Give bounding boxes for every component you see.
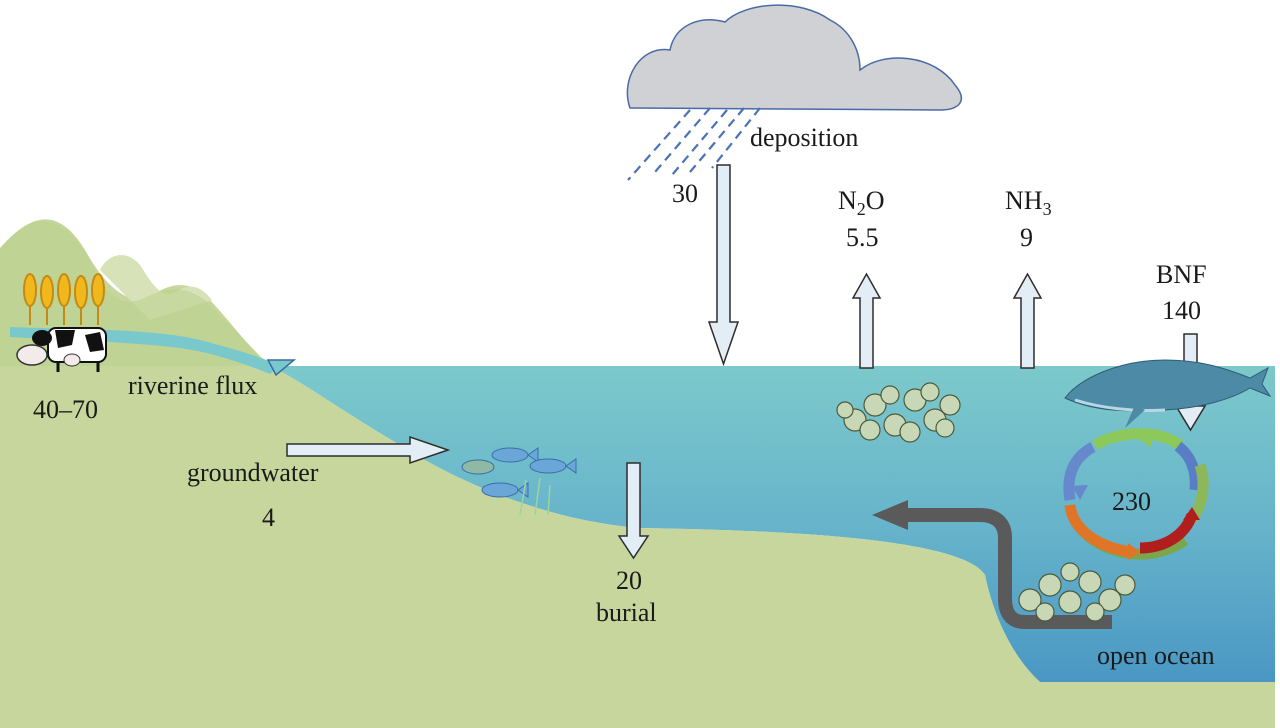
nh3-label: NH3: [1005, 186, 1052, 219]
fish-icon: [461, 447, 577, 516]
open-ocean-label: open ocean: [1097, 641, 1215, 670]
nh3-arrow: [1012, 272, 1043, 369]
groundwater-label: groundwater: [187, 458, 319, 487]
land-and-seafloor: [0, 219, 1275, 728]
cycle-value: 230: [1112, 487, 1151, 516]
n2o-arrow: [851, 272, 882, 369]
riverine-flux-value: 40–70: [33, 395, 98, 424]
cloud-icon: [626, 4, 962, 111]
bnf-value: 140: [1162, 296, 1201, 325]
cycle-arrowheads: [1072, 432, 1200, 560]
plankton-icon: [836, 382, 961, 443]
nh3-value: 9: [1020, 223, 1033, 252]
rain-icon: [627, 107, 761, 181]
deposition-arrow: [707, 164, 740, 367]
wheat-icon: [23, 273, 105, 325]
groundwater-value: 4: [262, 503, 275, 532]
current-arrow: [905, 508, 1112, 629]
n2o-label: N2O: [838, 186, 885, 219]
burial-value: 20: [616, 566, 642, 595]
plankton-icon: [1018, 562, 1136, 622]
cow-icon: [16, 327, 107, 372]
deposition-value: 30: [672, 179, 698, 208]
deposition-label: deposition: [750, 123, 859, 152]
bnf-label: BNF: [1156, 260, 1207, 289]
riverine-flux-label: riverine flux: [128, 371, 258, 400]
n2o-value: 5.5: [846, 223, 879, 252]
burial-arrow: [617, 462, 650, 560]
current-arrowhead: [872, 500, 908, 530]
groundwater-arrow: [286, 435, 451, 465]
burial-label: burial: [596, 598, 657, 627]
river-mouth-arrow: [266, 359, 297, 377]
whale-icon: [1064, 359, 1272, 428]
